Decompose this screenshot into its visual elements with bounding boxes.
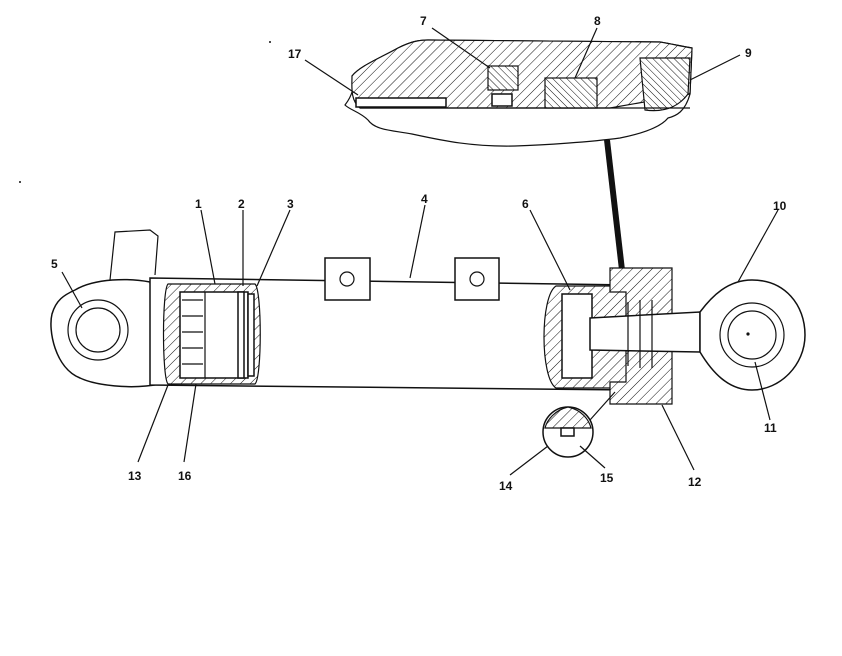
ring-8 [544, 77, 598, 109]
seal-3 [247, 293, 255, 377]
rod-eye-outer [719, 302, 785, 368]
bearing-17 [355, 97, 447, 108]
detail-pointer [604, 140, 628, 296]
clevis-eye-outer [67, 299, 129, 361]
callout-11: 11 [764, 421, 777, 435]
callout-17: 17 [288, 47, 302, 61]
ring-14 [560, 427, 575, 437]
rod [589, 311, 701, 353]
leader-lines [61, 27, 779, 476]
seal-7 [487, 65, 519, 91]
callout-3: 3 [287, 197, 294, 211]
callout-6: 6 [522, 197, 529, 211]
scan-dot [269, 41, 271, 43]
callout-7: 7 [420, 14, 427, 28]
scan-dot [19, 181, 21, 183]
clevis-eye-inner [75, 307, 121, 353]
mount-block-right [454, 257, 500, 301]
callout-12: 12 [688, 475, 702, 489]
callout-8: 8 [594, 14, 601, 28]
mount-hole-left [339, 271, 355, 287]
callout-15: 15 [600, 471, 614, 485]
piston-bolts [182, 299, 203, 365]
detail-inset [344, 39, 693, 147]
mount-block-left [324, 257, 371, 301]
callout-13: 13 [128, 469, 142, 483]
callout-5: 5 [51, 257, 58, 271]
callout-1: 1 [195, 197, 202, 211]
mount-hole-right [469, 271, 485, 287]
callout-9: 9 [745, 46, 752, 60]
callout-10: 10 [773, 199, 787, 213]
bearing-11 [727, 310, 777, 360]
callout-14: 14 [499, 479, 513, 493]
callout-16: 16 [178, 469, 192, 483]
callout-4: 4 [421, 192, 428, 206]
callout-labels: 1 2 3 4 5 6 7 8 9 17 10 11 12 13 16 14 1… [51, 14, 787, 493]
rod-eye-10 [699, 279, 806, 391]
ring-7 [491, 93, 513, 107]
detail-section [544, 406, 592, 429]
clevis-5 [50, 278, 161, 388]
callout-2: 2 [238, 197, 245, 211]
wiper-9 [639, 57, 691, 112]
mounting-bracket [109, 229, 159, 281]
rod-seals [627, 300, 653, 368]
rod-eye-center [746, 332, 750, 336]
cylinder-assembly [50, 229, 806, 458]
head-gland [561, 293, 593, 379]
detail-leader [589, 391, 616, 421]
wear-ring-2 [237, 291, 245, 379]
